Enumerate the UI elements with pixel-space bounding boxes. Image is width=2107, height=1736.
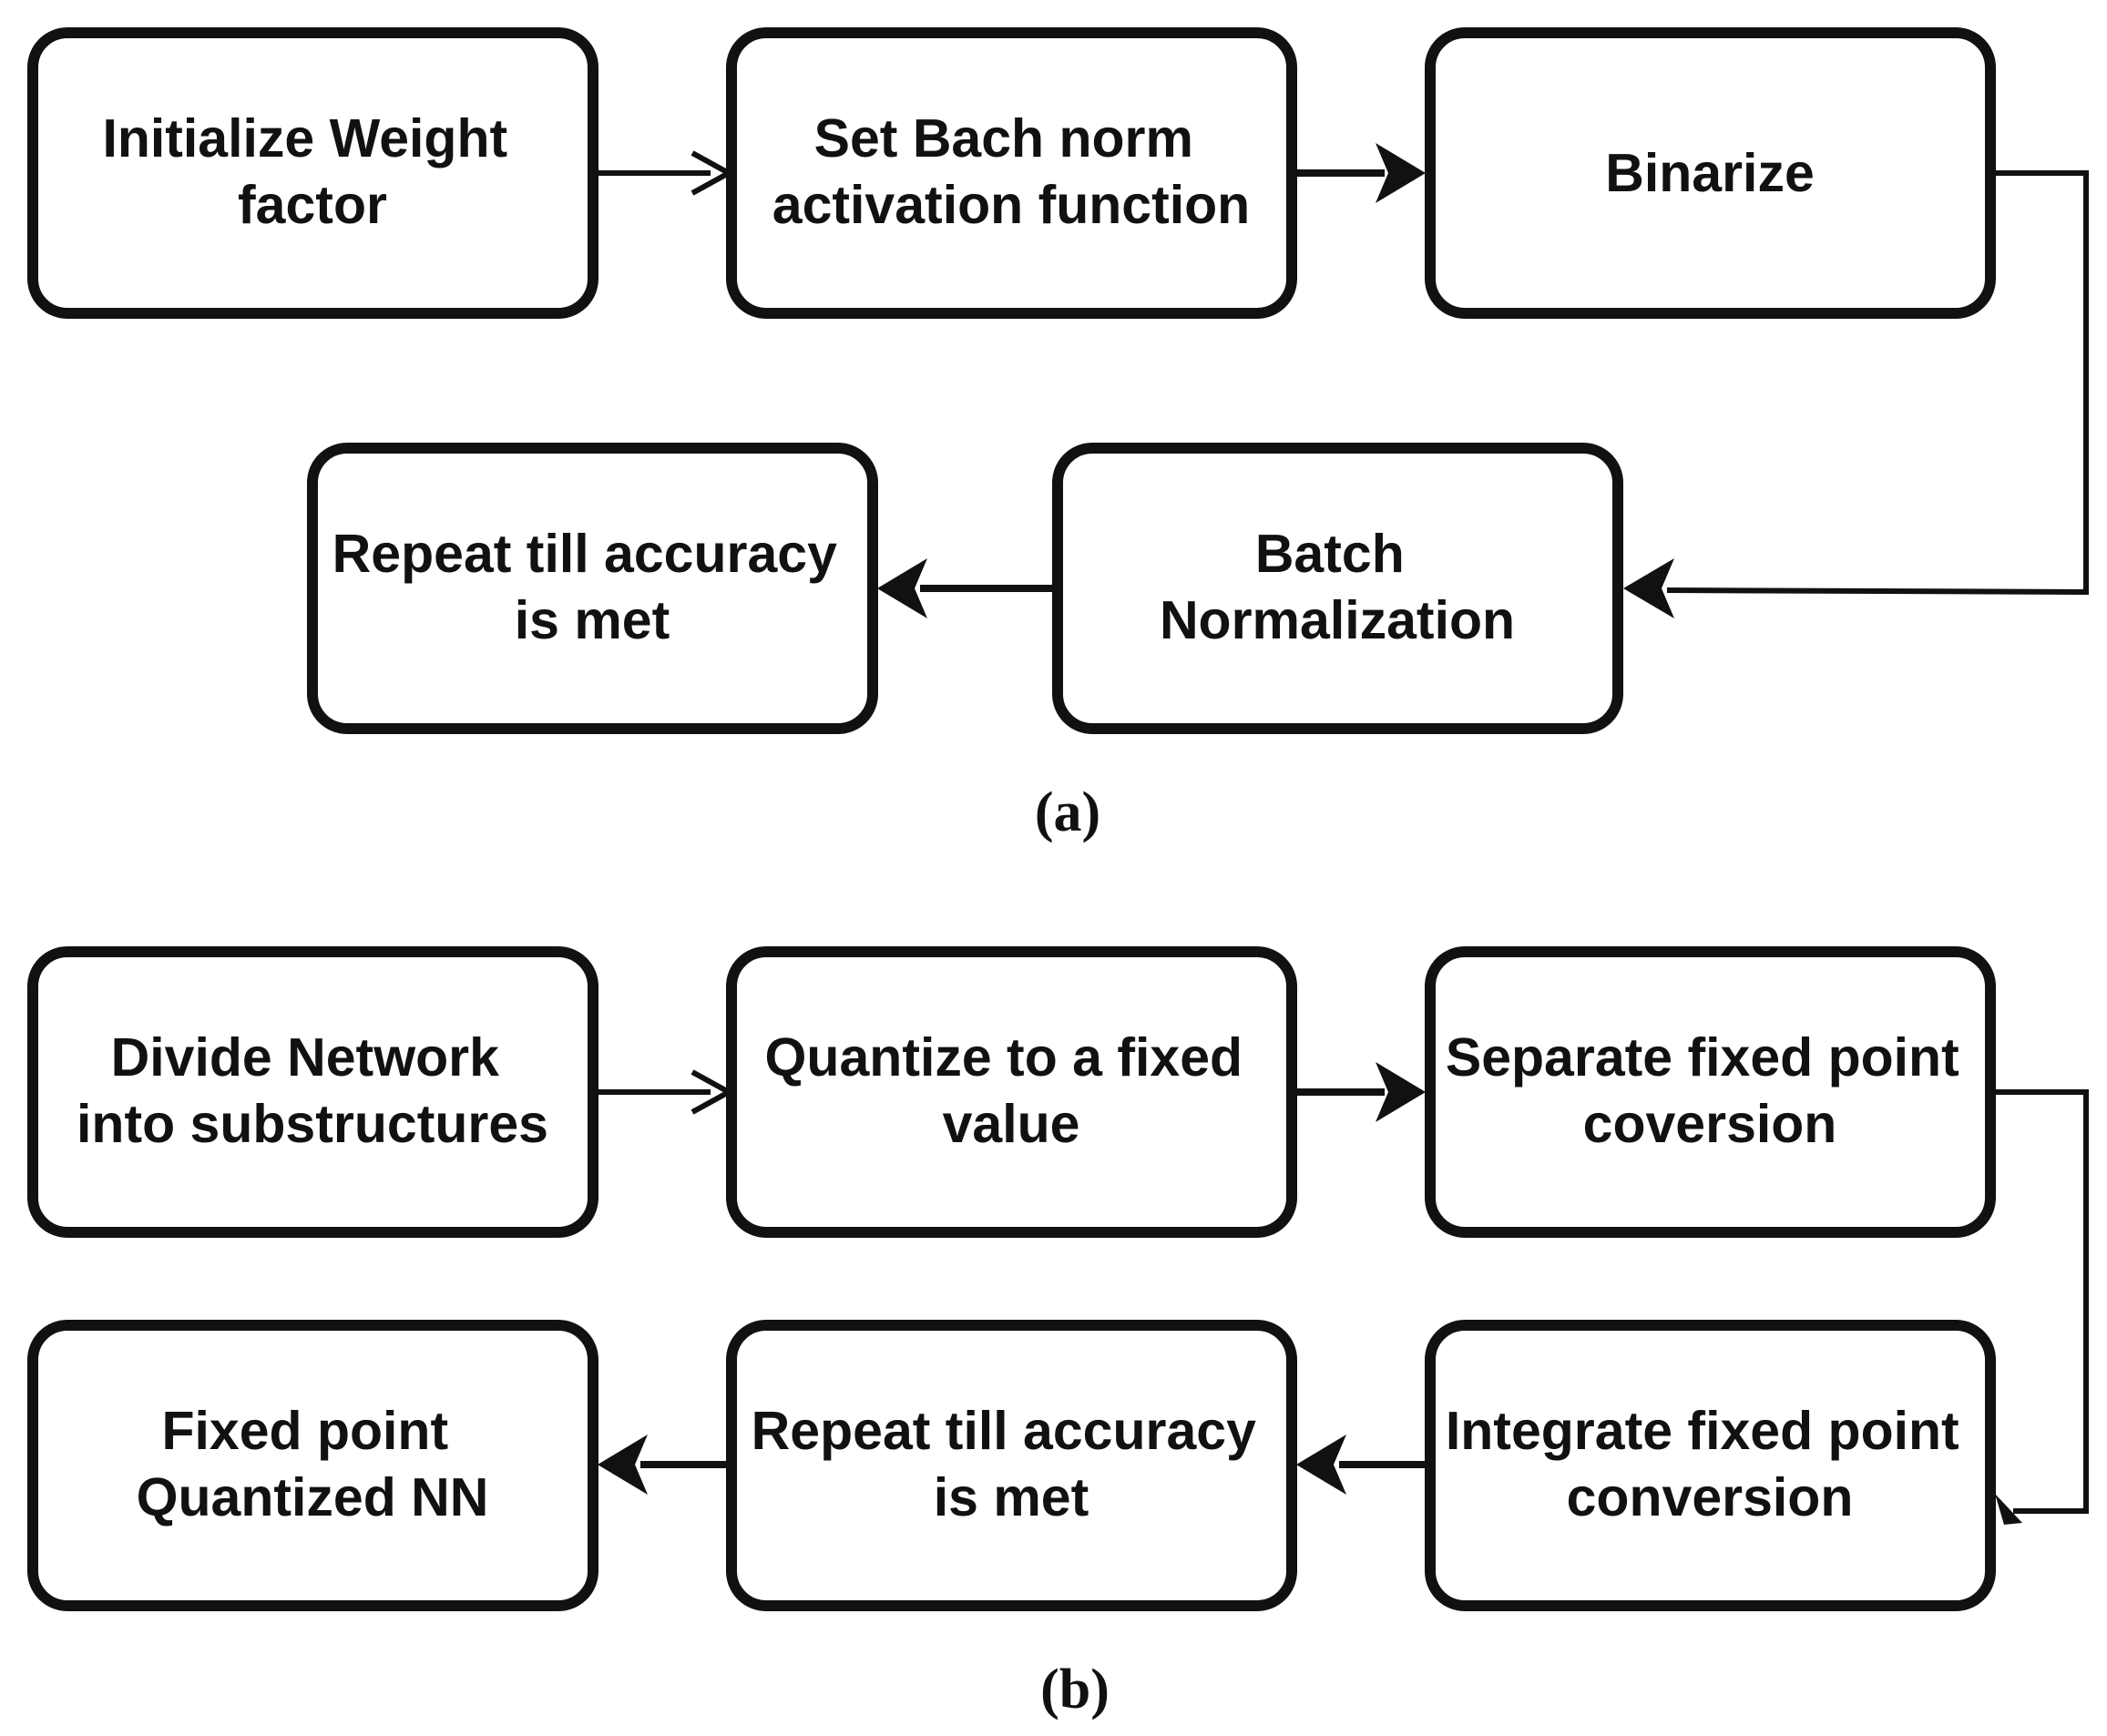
node-label-line: Set Bach norm bbox=[814, 108, 1193, 168]
svg-text:Binarize: Binarize bbox=[1605, 143, 1815, 203]
edge-initialize-to-setnorm bbox=[598, 150, 735, 196]
node-quantize-fixed: Quantize to a fixed value bbox=[726, 946, 1297, 1238]
node-label-line: factor bbox=[238, 175, 387, 235]
svg-text:Integrate fixed point: Integrate fixed point conversion bbox=[1446, 1401, 1974, 1527]
node-initialize-weight: Initialize Weight factor bbox=[27, 27, 598, 319]
edge-separate-to-integrate bbox=[1995, 1089, 2089, 1525]
svg-text:Initialize Weight fact: Initialize Weight factor bbox=[102, 108, 522, 235]
node-set-batch-norm: Set Bach norm activation function bbox=[726, 27, 1297, 319]
node-label-line: is met bbox=[515, 590, 670, 650]
node-label-line: Divide Network bbox=[111, 1027, 499, 1088]
node-repeat-accuracy-b: Repeat till accuracy is met bbox=[726, 1320, 1297, 1611]
edge-setnorm-to-binarize bbox=[1297, 143, 1426, 203]
node-label-line: Repeat till accuracy bbox=[332, 524, 837, 584]
node-label-line: Separate fixed point bbox=[1446, 1027, 1959, 1088]
svg-text:Divide Network into su: Divide Network into substructures bbox=[77, 1027, 548, 1154]
node-label-line: Binarize bbox=[1605, 143, 1815, 203]
svg-text:Set Bach norm activati: Set Bach norm activation function bbox=[772, 108, 1250, 235]
node-label-line: coversion bbox=[1583, 1094, 1837, 1154]
node-label-line: Normalization bbox=[1160, 590, 1515, 650]
node-label-line: value bbox=[943, 1094, 1080, 1154]
svg-text:Repeat till accuracy i: Repeat till accuracy is met bbox=[332, 524, 853, 650]
edge-repeat-to-fixedpoint bbox=[598, 1435, 726, 1495]
svg-text:Batch Normalization: Batch Normalization bbox=[1160, 524, 1515, 650]
node-label-line: Batch bbox=[1255, 524, 1405, 584]
edge-batchnorm-to-repeat bbox=[877, 558, 1052, 618]
edge-integrate-to-repeat bbox=[1296, 1435, 1425, 1495]
node-label-line: into substructures bbox=[77, 1094, 548, 1154]
svg-text:Quantize to a fixed va: Quantize to a fixed value bbox=[765, 1027, 1258, 1154]
node-divide-network: Divide Network into substructures bbox=[27, 946, 598, 1238]
node-label-line: is met bbox=[934, 1467, 1089, 1527]
edge-binarize-to-batchnorm bbox=[1623, 170, 2089, 618]
edge-divide-to-quantize bbox=[598, 1069, 735, 1115]
node-batch-normalization: Batch Normalization bbox=[1052, 443, 1623, 734]
svg-text:Separate fixed point c: Separate fixed point coversion bbox=[1446, 1027, 1974, 1154]
node-label-line: Quantized NN bbox=[137, 1467, 489, 1527]
node-label-line: Initialize Weight bbox=[102, 108, 507, 168]
edge-quantize-to-separate bbox=[1297, 1062, 1426, 1122]
node-label-line: Quantize to a fixed bbox=[765, 1027, 1243, 1088]
caption-a: (a) bbox=[1035, 781, 1100, 843]
svg-text:Fixed point Quantized: Fixed point Quantized NN bbox=[137, 1401, 489, 1527]
panel-b: Divide Network into substructures Quanti… bbox=[27, 946, 2089, 1721]
node-label-line: Integrate fixed point bbox=[1446, 1401, 1959, 1461]
node-fixed-point-nn: Fixed point Quantized NN bbox=[27, 1320, 598, 1611]
node-label-line: Fixed point bbox=[161, 1401, 448, 1461]
svg-text:Repeat till accuracy i: Repeat till accuracy is met bbox=[752, 1401, 1272, 1527]
node-label-line: activation function bbox=[772, 175, 1250, 235]
node-label-line: Repeat till accuracy bbox=[752, 1401, 1256, 1461]
node-separate-conversion: Separate fixed point coversion bbox=[1425, 946, 1996, 1238]
panel-a: Initialize Weight factor Set Bach norm a… bbox=[27, 27, 2089, 843]
node-integrate-conversion: Integrate fixed point conversion bbox=[1425, 1320, 1996, 1611]
node-repeat-accuracy-a: Repeat till accuracy is met bbox=[307, 443, 878, 734]
caption-b: (b) bbox=[1040, 1659, 1110, 1721]
node-binarize: Binarize bbox=[1425, 27, 1996, 319]
node-label-line: conversion bbox=[1567, 1467, 1854, 1527]
